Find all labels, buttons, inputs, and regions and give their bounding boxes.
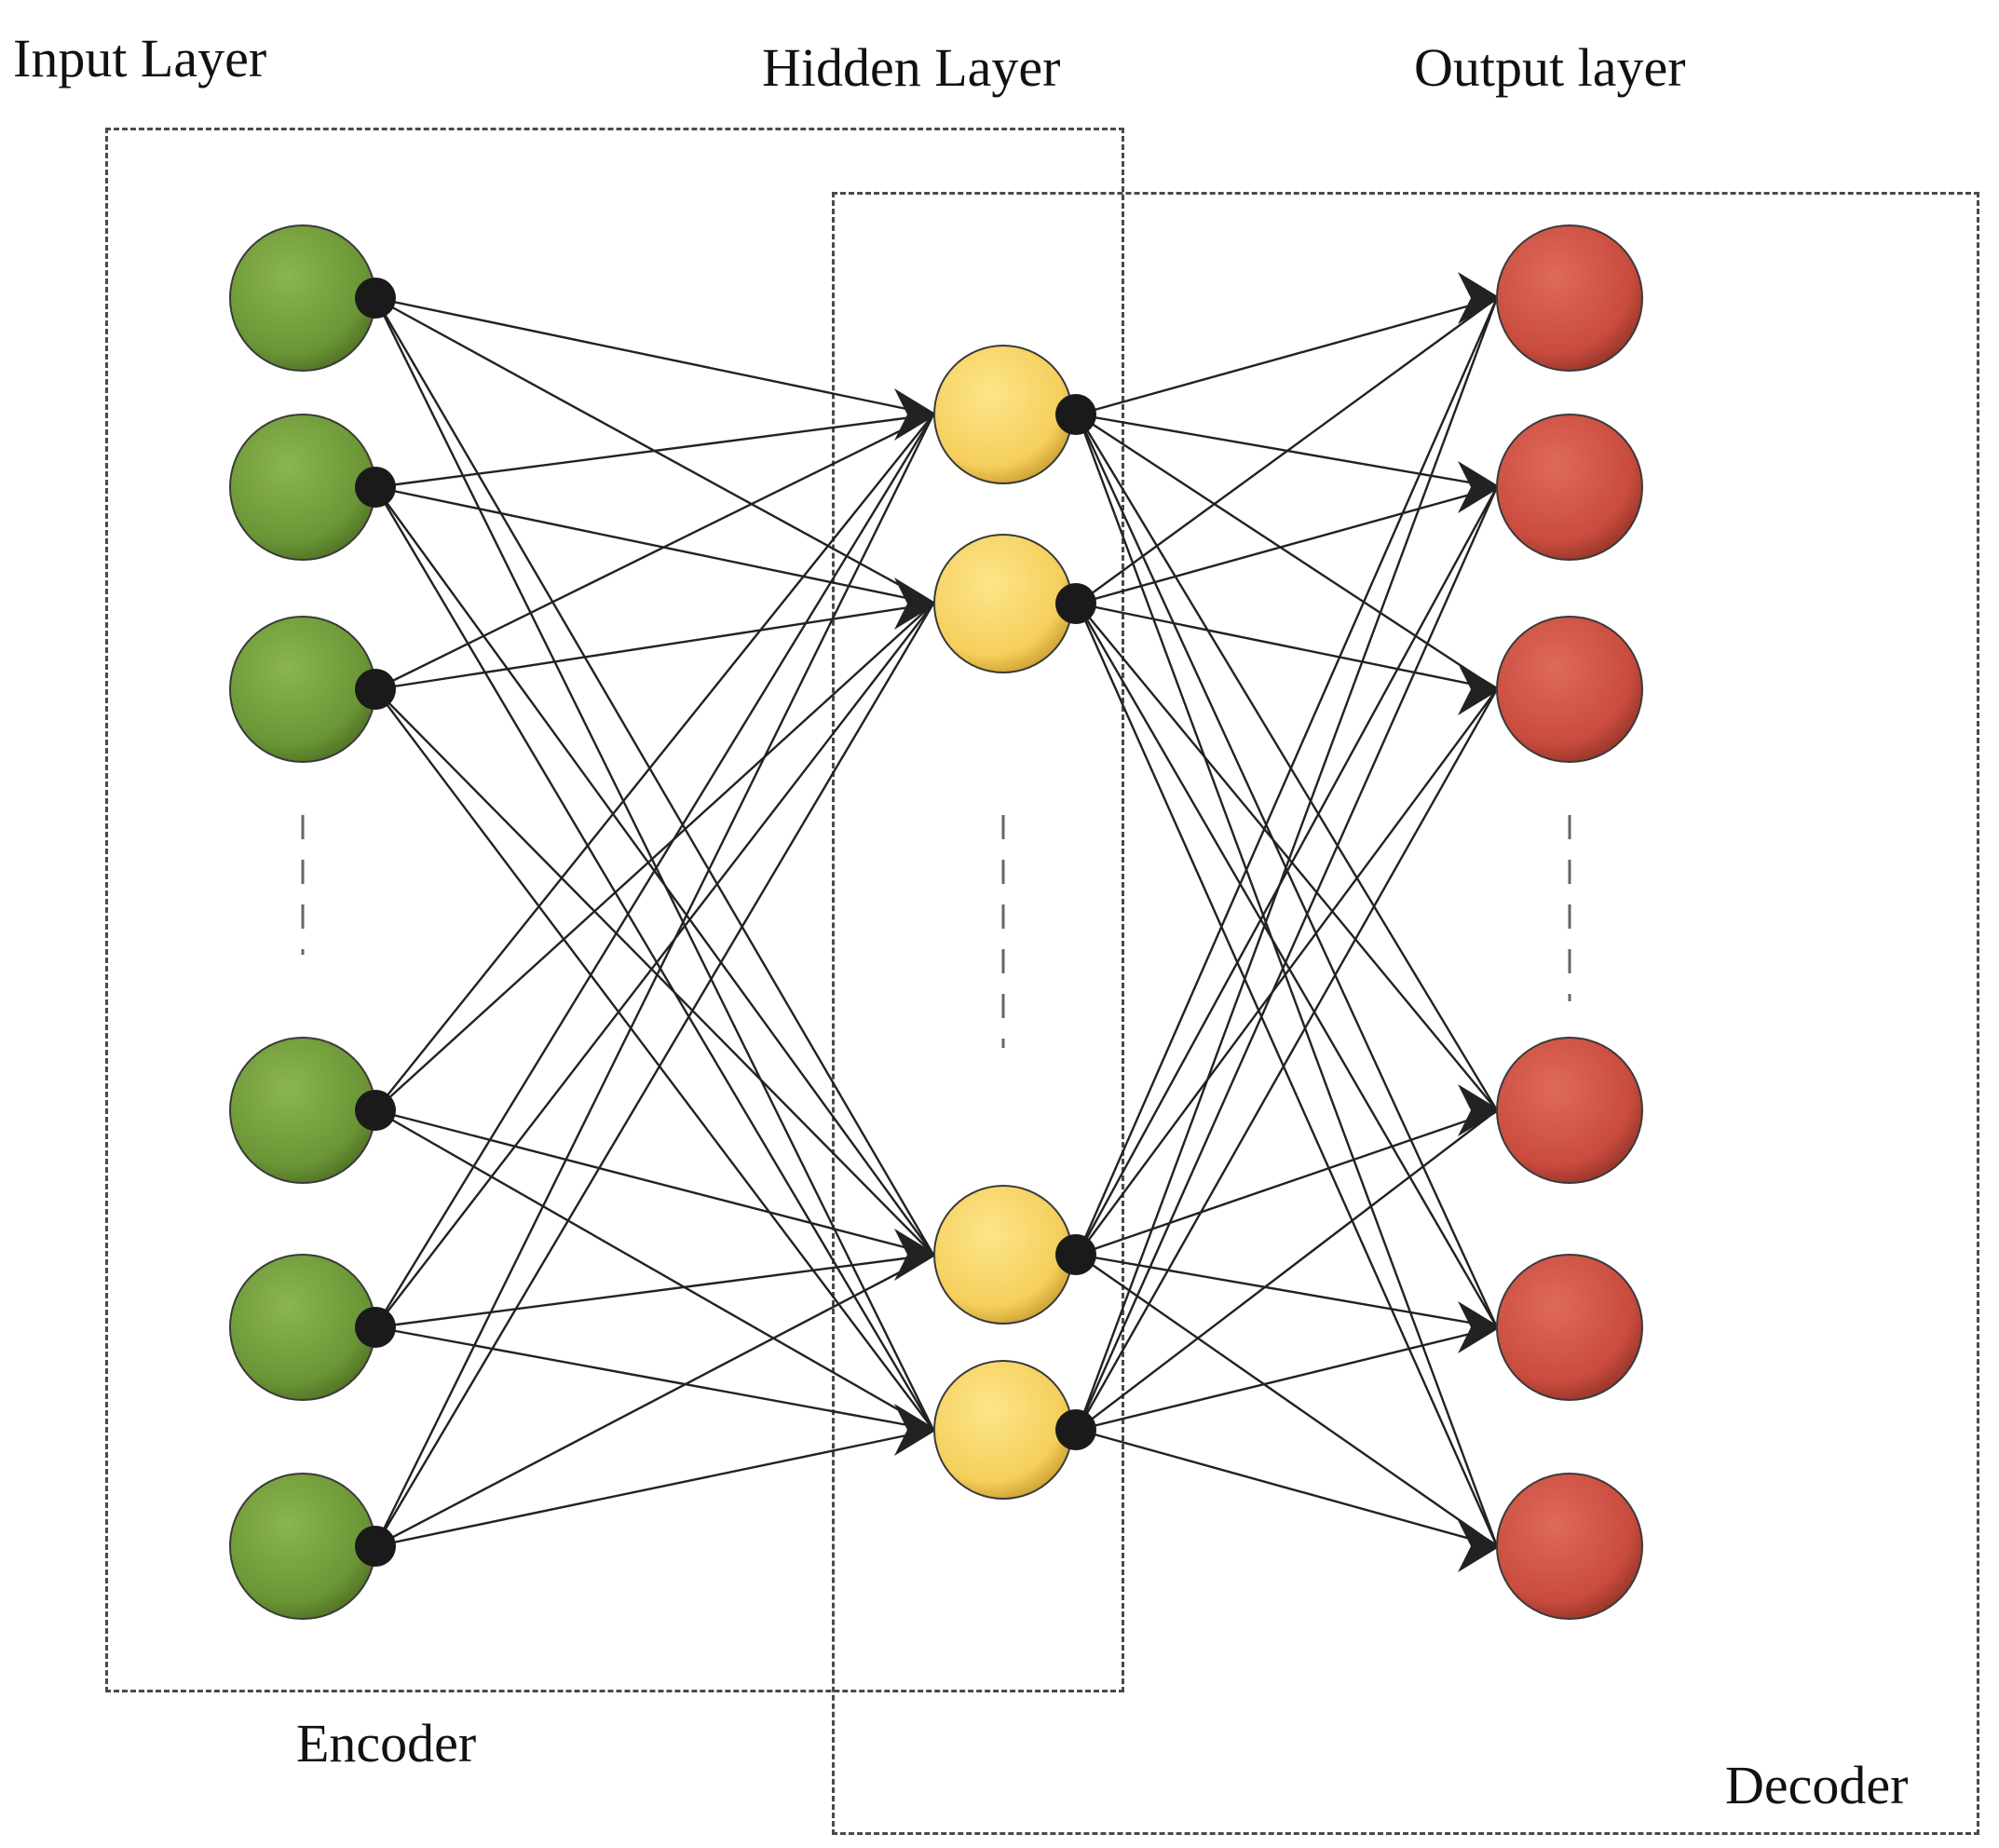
input-node — [229, 414, 376, 561]
edge-hidden-output — [1077, 1109, 1498, 1431]
edge-hidden-output — [1077, 602, 1498, 691]
edge-hidden-output — [1077, 485, 1498, 605]
edge-hidden-output — [1076, 414, 1499, 1547]
edge-input-hidden — [374, 413, 934, 489]
edge-hidden-output — [1077, 1254, 1498, 1547]
hidden-connector-dot — [1055, 583, 1096, 624]
edge-hidden-output — [1077, 1108, 1498, 1257]
input-connector-dot — [355, 467, 396, 508]
edge-input-hidden — [374, 297, 935, 1431]
decoder-frame — [832, 192, 1979, 1835]
edge-input-hidden — [374, 414, 934, 1111]
edge-input-hidden — [374, 1253, 934, 1548]
hidden-connector-dot — [1055, 1409, 1096, 1450]
hidden-node — [933, 1185, 1073, 1325]
edge-hidden-output — [1077, 297, 1498, 605]
edge-hidden-output — [1077, 1325, 1498, 1432]
edge-input-hidden — [374, 688, 934, 1256]
arrowhead-output — [1458, 663, 1501, 715]
input-node — [229, 224, 376, 372]
output-layer-label: Output layer — [1414, 37, 1686, 98]
edge-hidden-output — [1077, 1428, 1498, 1548]
arrowhead-output — [1458, 1520, 1501, 1572]
edge-input-hidden — [374, 296, 934, 416]
output-node — [1496, 224, 1643, 372]
edge-input-hidden — [374, 1428, 934, 1548]
edge-hidden-output — [1076, 486, 1499, 1431]
input-connector-dot — [355, 1090, 396, 1131]
edge-input-hidden — [374, 413, 934, 691]
input-node — [229, 616, 376, 763]
edge-hidden-output — [1076, 297, 1499, 1256]
edge-hidden-output — [1077, 603, 1498, 1111]
edge-hidden-output — [1076, 297, 1499, 1431]
edge-hidden-output — [1076, 603, 1499, 1328]
input-connector-dot — [355, 1526, 396, 1567]
hidden-layer-label: Hidden Layer — [762, 37, 1061, 98]
hidden-node — [933, 345, 1073, 484]
input-layer-label: Input Layer — [13, 28, 267, 88]
edge-hidden-output — [1077, 1253, 1498, 1329]
edge-hidden-output — [1077, 688, 1498, 1256]
input-node — [229, 1037, 376, 1184]
output-node — [1496, 616, 1643, 763]
edge-hidden-output — [1076, 603, 1499, 1547]
edge-hidden-output — [1077, 296, 1498, 416]
input-connector-dot — [355, 669, 396, 710]
edge-input-hidden — [374, 297, 935, 1256]
arrowhead-output — [1458, 272, 1501, 324]
edge-input-hidden — [374, 1108, 934, 1432]
arrowhead-output — [1458, 1301, 1501, 1353]
edge-input-hidden — [374, 1253, 934, 1329]
input-node — [229, 1473, 376, 1620]
edge-input-hidden — [374, 485, 934, 605]
input-connector-dot — [355, 1307, 396, 1348]
edge-input-hidden — [374, 1108, 934, 1257]
edge-input-hidden — [374, 603, 934, 1328]
edge-input-hidden — [374, 414, 935, 1547]
arrowhead-hidden — [894, 578, 937, 630]
output-node — [1496, 414, 1643, 561]
decoder-label: Decoder — [1725, 1755, 1909, 1815]
edge-hidden-output — [1076, 688, 1499, 1431]
encoder-frame — [105, 128, 1124, 1692]
edge-hidden-output — [1076, 414, 1499, 1111]
arrowhead-output — [1458, 461, 1501, 513]
edge-hidden-output — [1076, 486, 1499, 1256]
edge-input-hidden — [374, 414, 935, 1328]
input-node — [229, 1254, 376, 1401]
hidden-node — [933, 1360, 1073, 1500]
edge-input-hidden — [374, 603, 934, 1111]
edge-input-hidden — [374, 602, 934, 691]
edge-input-hidden — [374, 486, 935, 1431]
arrowhead-hidden — [894, 388, 937, 441]
encoder-label: Encoder — [296, 1713, 477, 1773]
output-node — [1496, 1037, 1643, 1184]
edge-input-hidden — [374, 688, 934, 1431]
arrowhead-hidden — [894, 1229, 937, 1281]
hidden-node — [933, 534, 1073, 673]
edge-input-hidden — [374, 1325, 934, 1432]
arrowhead-output — [1458, 1084, 1501, 1136]
input-connector-dot — [355, 278, 396, 319]
hidden-connector-dot — [1055, 1234, 1096, 1275]
hidden-connector-dot — [1055, 394, 1096, 435]
output-node — [1496, 1254, 1643, 1401]
arrowhead-hidden — [894, 1404, 937, 1456]
output-node — [1496, 1473, 1643, 1620]
edge-input-hidden — [374, 603, 935, 1547]
